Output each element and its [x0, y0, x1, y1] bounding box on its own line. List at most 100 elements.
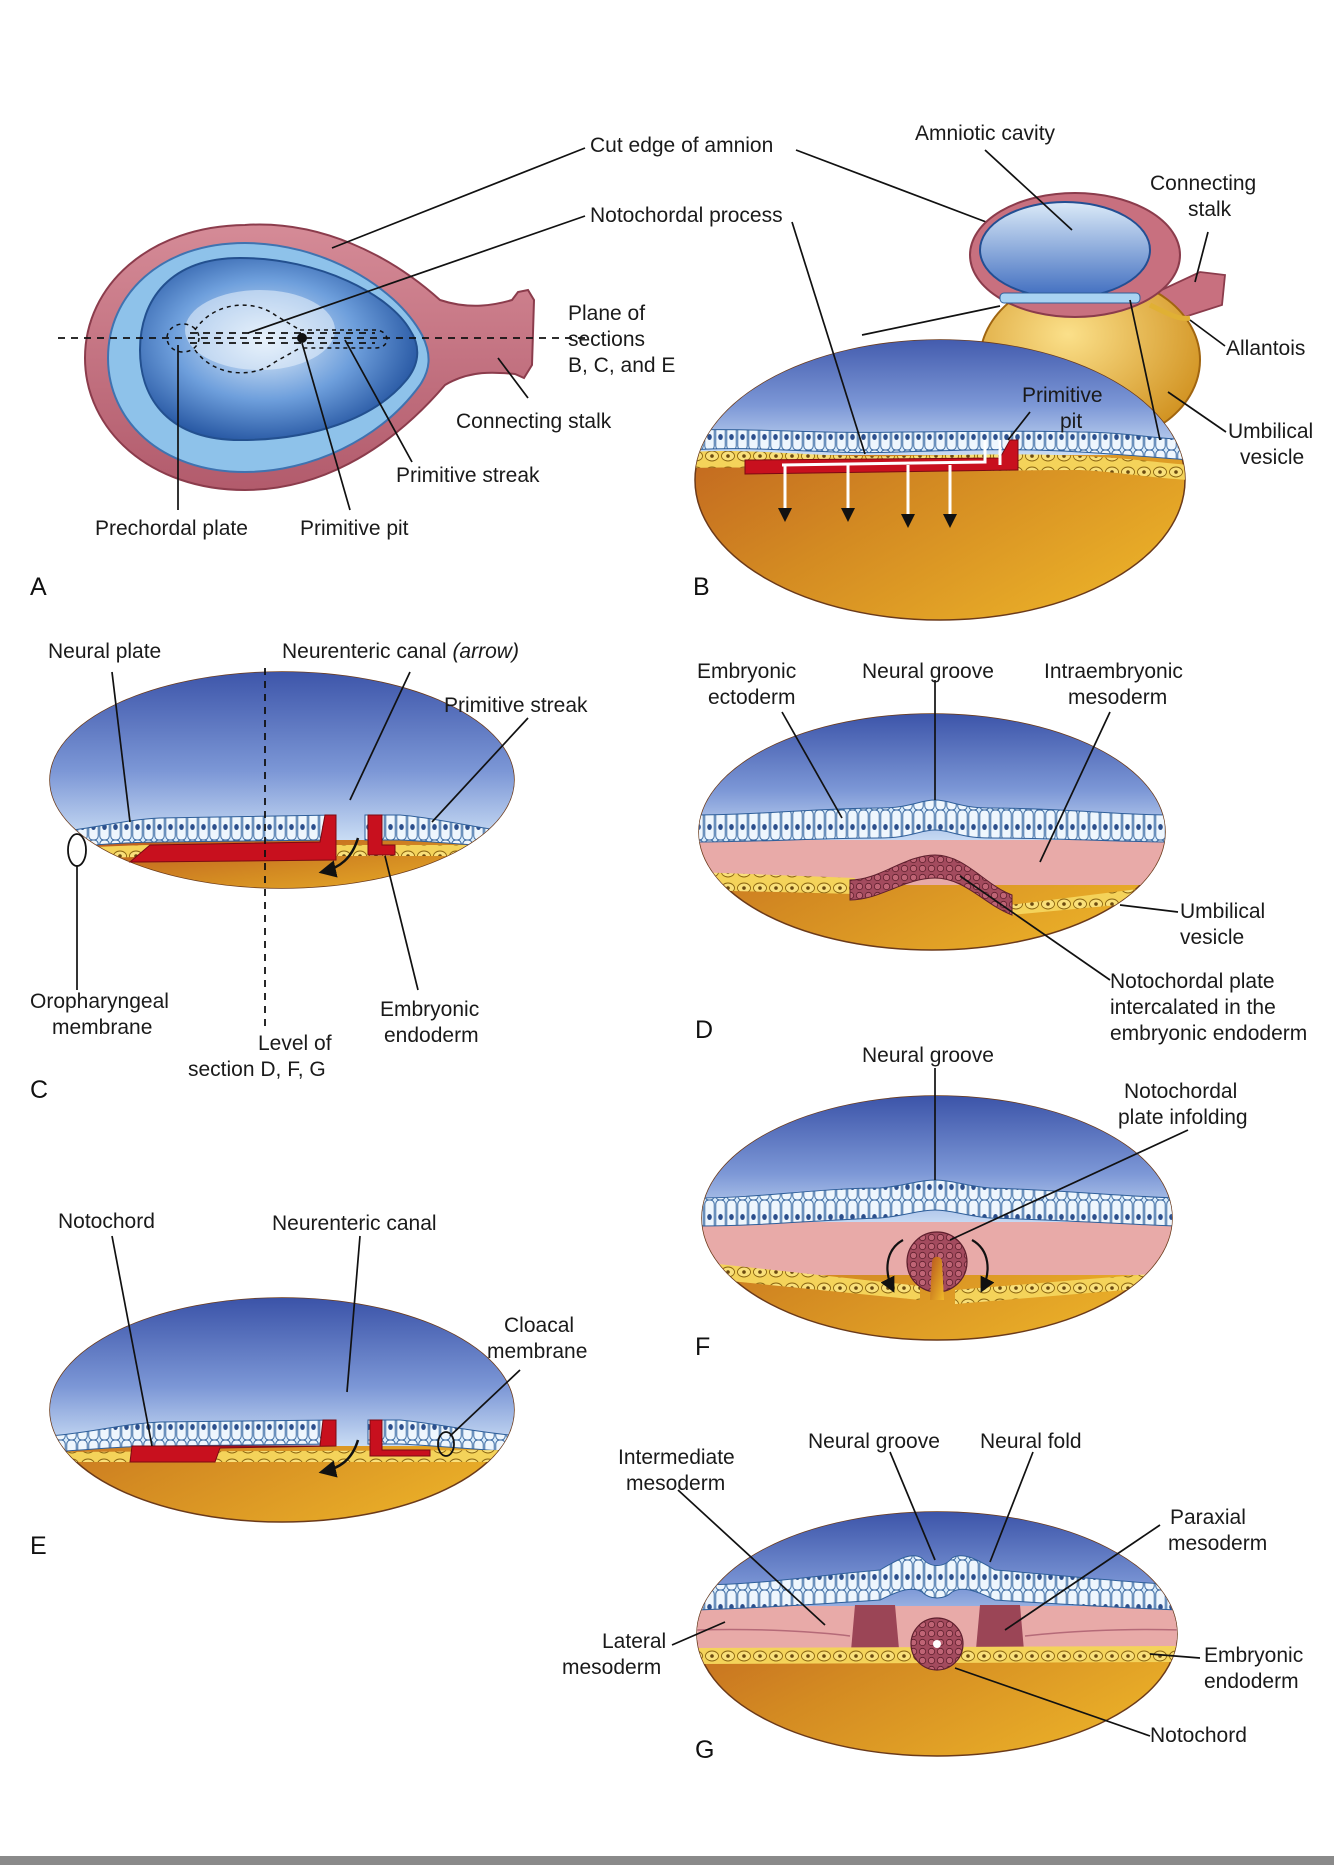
leader-primitive-streak	[344, 339, 413, 463]
endoderm-e	[50, 1450, 514, 1462]
label-notochord-g: Notochord	[1150, 1724, 1247, 1747]
leader-notochordal-plate-d	[959, 875, 1111, 981]
label-connecting-stalk-a: Connecting stalk	[456, 410, 612, 433]
leader-notochordal-process	[247, 215, 586, 334]
leader-intraembryonic	[1039, 711, 1111, 863]
leader-cut-edge	[331, 147, 586, 249]
label-lateral-2: mesoderm	[562, 1656, 661, 1679]
panel-a: Cut edge of amnion Notochordal process P…	[30, 134, 1003, 601]
label-lateral-1: Lateral	[602, 1630, 666, 1653]
label-paraxial-1: Paraxial	[1170, 1506, 1246, 1529]
label-plane-1: Plane of	[568, 302, 645, 325]
leader-ectoderm-d	[781, 711, 843, 819]
panel-b: Amniotic cavity Connecting stalk Allanto…	[693, 122, 1313, 621]
panel-letter-b: B	[693, 573, 710, 601]
prechordal-plate-outline	[166, 323, 200, 353]
flow-arrowheads-b	[778, 508, 957, 528]
label-intraembryonic-2: mesoderm	[1068, 686, 1167, 709]
label-amniotic-cavity: Amniotic cavity	[915, 122, 1056, 145]
panel-letter-a: A	[30, 573, 47, 601]
ectoderm-e-right	[367, 1419, 514, 1453]
label-primitive-pit-b1: Primitive	[1022, 384, 1103, 407]
section-c-amniotic-space	[50, 672, 514, 840]
infolding-gap	[930, 1256, 944, 1300]
label-neural-plate: Neural plate	[48, 640, 161, 663]
label-primitive-streak-a: Primitive streak	[396, 464, 540, 487]
panel-g: Intermediate mesoderm Neural groove Neur…	[562, 1430, 1303, 1764]
leader-notochordal-process-b	[791, 221, 866, 455]
neurenteric-arrow-c	[318, 837, 360, 878]
primitive-streak-e	[369, 1419, 431, 1457]
leader-neural-groove-g	[889, 1451, 936, 1561]
panel-letter-d: D	[695, 1016, 713, 1044]
leader-allantois	[1189, 319, 1226, 347]
ectoderm-g	[697, 1555, 1177, 1611]
label-notochordal-process: Notochordal process	[590, 204, 783, 227]
label-notochord-e: Notochord	[58, 1210, 155, 1233]
bottom-divider-bar	[0, 1856, 1334, 1865]
flow-arrows-b	[783, 465, 952, 518]
panel-letter-e: E	[30, 1532, 47, 1560]
label-intermediate-1: Intermediate	[618, 1446, 735, 1469]
leader-infolding	[949, 1129, 1189, 1241]
leader-endoderm-g	[1149, 1653, 1201, 1659]
leader-disc-b	[1129, 299, 1161, 441]
leader-connecting-stalk-b	[1194, 231, 1209, 283]
label-umbilical-d1: Umbilical	[1180, 900, 1265, 923]
primitive-pit-dot	[297, 333, 307, 343]
panel-letter-c: C	[30, 1076, 48, 1104]
leader-cut-edge-b	[795, 149, 1003, 229]
leader-notochord-e	[111, 1235, 153, 1447]
leader-lateral	[671, 1621, 726, 1646]
amniotic-cavity	[979, 201, 1151, 299]
leader-neurenteric-e	[346, 1235, 361, 1393]
label-endoderm-c2: endoderm	[384, 1024, 479, 1047]
label-umbilical-d2: vesicle	[1180, 926, 1244, 949]
notochord-e	[129, 1419, 337, 1463]
primitive-streak-c	[367, 814, 396, 856]
label-neural-groove-g: Neural groove	[808, 1430, 940, 1453]
label-oropharyngeal-1: Oropharyngeal	[30, 990, 169, 1013]
intermediate-mesoderm-line	[697, 1628, 1177, 1637]
label-primitive-streak-c: Primitive streak	[444, 694, 588, 717]
leader-neural-fold	[989, 1451, 1034, 1563]
endoderm-d	[699, 872, 1165, 915]
leader-notochord-g	[954, 1667, 1151, 1737]
label-cut-edge: Cut edge of amnion	[590, 134, 773, 157]
ectoderm-b	[695, 429, 1185, 461]
infold-arrow-right	[971, 1239, 995, 1293]
label-umbilical-vesicle-1: Umbilical	[1228, 420, 1313, 443]
label-level-2: section D, F, G	[188, 1058, 326, 1081]
label-endoderm-g1: Embryonic	[1204, 1644, 1303, 1667]
label-prechordal-plate: Prechordal plate	[95, 517, 248, 540]
label-notochordal-plate-d3: embryonic endoderm	[1110, 1022, 1307, 1045]
label-intraembryonic-1: Intraembryonic	[1044, 660, 1183, 683]
disc-b-mini	[999, 292, 1141, 304]
leader-intermediate	[677, 1489, 826, 1626]
leader-primitive-pit-b	[1007, 411, 1031, 441]
notochordal-plate-d	[849, 854, 1013, 916]
label-infold-2: plate infolding	[1118, 1106, 1248, 1129]
label-connecting-stalk-b1: Connecting	[1150, 172, 1256, 195]
label-infold-1: Notochordal	[1124, 1080, 1237, 1103]
label-cloacal-1: Cloacal	[504, 1314, 574, 1337]
label-primitive-pit-b2: pit	[1060, 410, 1082, 433]
panel-letter-g: G	[695, 1736, 714, 1764]
oropharyngeal-membrane	[67, 833, 87, 867]
notochordal-process-c	[128, 814, 337, 863]
notochord-g-lumen	[933, 1640, 941, 1648]
label-notochordal-plate-d1: Notochordal plate	[1110, 970, 1275, 993]
label-paraxial-2: mesoderm	[1168, 1532, 1267, 1555]
panel-d: Embryonic ectoderm Neural groove Intraem…	[695, 660, 1307, 1045]
neurenteric-arrow-e	[318, 1439, 360, 1478]
label-neurenteric-e: Neurenteric canal	[272, 1212, 437, 1235]
label-endoderm-g2: endoderm	[1204, 1670, 1299, 1693]
label-plane-2: sections	[568, 328, 645, 351]
endoderm-f	[702, 1262, 1172, 1304]
label-neural-groove-d: Neural groove	[862, 660, 994, 683]
primitive-pit-channel	[781, 440, 1002, 467]
label-primitive-pit-a: Primitive pit	[300, 517, 409, 540]
primitive-streak-outline	[300, 329, 388, 349]
label-ectoderm-d2: ectoderm	[708, 686, 796, 709]
